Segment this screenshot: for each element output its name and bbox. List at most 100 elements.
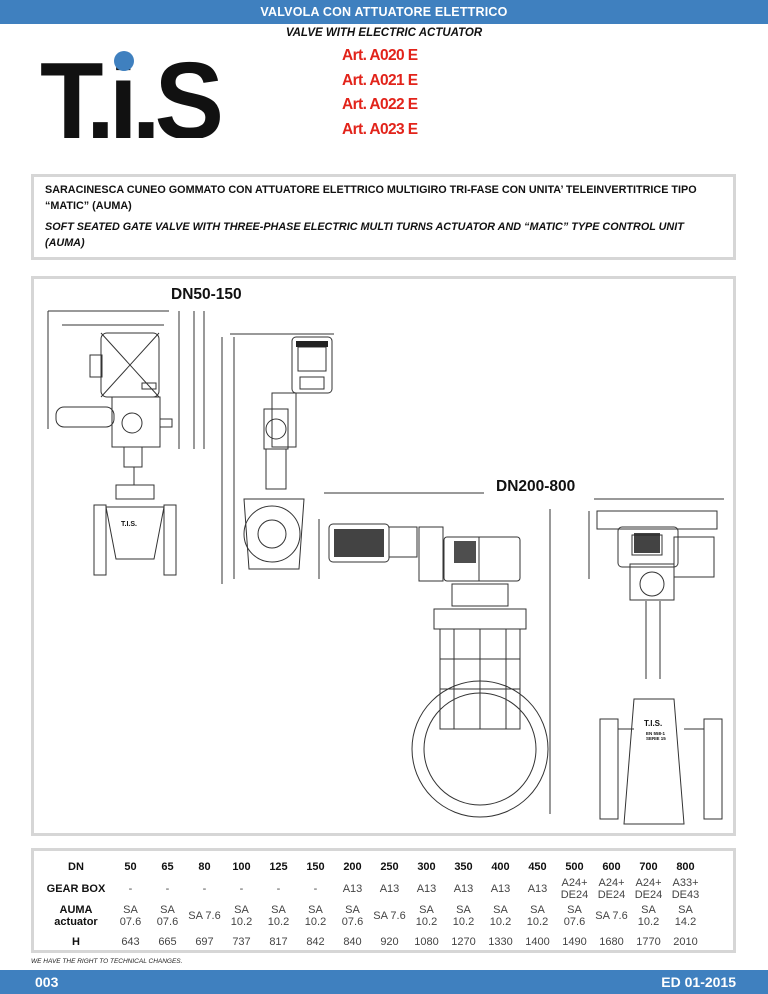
table-cell: 600 (602, 861, 621, 873)
table-cell: A13 (379, 883, 400, 895)
technical-drawing: DN50-150 DN200-800 (31, 276, 736, 836)
table-cell: A13 (453, 883, 474, 895)
table-cell: - (128, 883, 133, 895)
description-english: SOFT SEATED GATE VALVE WITH THREE-PHASE … (45, 221, 684, 249)
table-cell: 150 (306, 861, 325, 873)
row-header: DN (68, 861, 84, 873)
specification-table: DN 50 65 80 100 125 150 200 250 300 350 … (31, 848, 736, 953)
table-cell: 1770 (636, 936, 661, 948)
table-row-h: H 643 665 697 737 817 842 840 920 1080 1… (40, 931, 704, 953)
table-cell: 842 (306, 936, 325, 948)
page-subtitle: VALVE WITH ELECTRIC ACTUATOR (285, 27, 483, 39)
table-cell: A13 (342, 883, 363, 895)
table-cell: 200 (343, 861, 362, 873)
table-cell: SA 07.6 (563, 904, 586, 928)
table-cell: A24+ DE24 (634, 877, 663, 901)
table-cell: 1490 (562, 936, 587, 948)
table-cell: SA 10.2 (489, 904, 512, 928)
description-box: SARACINESCA CUNEO GOMMATO CON ATTUATORE … (31, 174, 736, 260)
table-cell: 2010 (673, 936, 698, 948)
article-code: Art. A020 E (342, 47, 418, 64)
table-cell: A33+ DE43 (671, 877, 700, 901)
table-cell: SA 10.2 (452, 904, 475, 928)
table-cell: SA 10.2 (415, 904, 438, 928)
table-cell: A13 (416, 883, 437, 895)
table-cell: SA 14.2 (674, 904, 697, 928)
table-cell: 1680 (599, 936, 624, 948)
row-header: GEAR BOX (46, 883, 106, 895)
table-cell: 250 (380, 861, 399, 873)
row-header: H (72, 936, 80, 948)
table-cell: 400 (491, 861, 510, 873)
large-valve-side-view (318, 492, 551, 818)
table-cell: 817 (269, 936, 288, 948)
table-cell: 737 (232, 936, 251, 948)
table-cell: SA 07.6 (156, 904, 179, 928)
page-number: 003 (35, 974, 59, 990)
valve-drawing (47, 310, 724, 825)
table-cell: 500 (565, 861, 584, 873)
article-list: Art. A020 E Art. A021 E Art. A022 E Art.… (342, 44, 418, 142)
table-cell: 665 (158, 936, 177, 948)
standard-mark: EN 558-1 SERIE 15 (646, 731, 666, 741)
table-cell: - (276, 883, 281, 895)
article-code: Art. A021 E (342, 71, 418, 89)
table-cell: SA 10.2 (230, 904, 253, 928)
table-cell: - (202, 883, 207, 895)
table-cell: SA 10.2 (637, 904, 660, 928)
table-cell: A13 (490, 883, 511, 895)
table-cell: SA 10.2 (526, 904, 549, 928)
header-bar: VALVOLA CON ATTUATORE ELETTRICO (0, 0, 768, 24)
table-cell: - (165, 883, 170, 895)
article-code: Art. A023 E (342, 120, 418, 138)
table-cell: SA 7.6 (373, 910, 406, 922)
table-cell: SA 07.6 (341, 904, 364, 928)
table-cell: 65 (161, 861, 174, 873)
table-cell: A24+ DE24 (597, 877, 626, 901)
table-cell: 80 (198, 861, 211, 873)
table-cell: A13 (527, 883, 548, 895)
table-cell: 125 (269, 861, 288, 873)
table-cell: 697 (195, 936, 214, 948)
large-valve-front-view (588, 498, 724, 825)
logo-dot (114, 51, 134, 71)
table-row-dn: DN 50 65 80 100 125 150 200 250 300 350 … (40, 857, 704, 877)
table-cell: 1270 (451, 936, 476, 948)
table-cell: 1080 (414, 936, 439, 948)
page-title: VALVOLA CON ATTUATORE ELETTRICO (260, 5, 508, 19)
table-cell: 920 (380, 936, 399, 948)
table-cell: 700 (639, 861, 658, 873)
drawing-label-small: DN50-150 (171, 286, 242, 303)
table-cell: 300 (417, 861, 436, 873)
description-italian: SARACINESCA CUNEO GOMMATO CON ATTUATORE … (45, 184, 697, 212)
table-cell: SA 10.2 (267, 904, 290, 928)
table-cell: SA 07.6 (119, 904, 142, 928)
table-cell: 350 (454, 861, 473, 873)
body-mark-large: T.I.S. (644, 719, 663, 728)
table-cell: 800 (676, 861, 695, 873)
edition-label: ED 01-2015 (661, 974, 736, 990)
drawing-label-large: DN200-800 (496, 478, 576, 495)
footer-bar: 003 ED 01-2015 (0, 970, 768, 994)
table-cell: 1330 (488, 936, 513, 948)
table-cell: 840 (343, 936, 362, 948)
row-header: AUMA actuator (54, 904, 98, 928)
table-cell: SA 7.6 (188, 910, 221, 922)
table-row-actuator: AUMA actuator SA 07.6 SA 07.6 SA 7.6 SA … (40, 901, 704, 931)
table-cell: - (239, 883, 244, 895)
article-code: Art. A022 E (342, 96, 418, 113)
table-cell: A24+ DE24 (560, 877, 589, 901)
table-cell: - (313, 883, 318, 895)
small-valve-front-view (221, 333, 334, 584)
table-cell: 450 (528, 861, 547, 873)
table-cell: SA 7.6 (595, 910, 628, 922)
table-cell: 643 (121, 936, 140, 948)
body-mark-small: T.I.S. (121, 521, 137, 528)
table-cell: 50 (124, 861, 137, 873)
small-valve-side-view (47, 310, 205, 576)
disclaimer-note: WE HAVE THE RIGHT TO TECHNICAL CHANGES. (31, 958, 183, 965)
tis-logo: T.i.S. (40, 46, 220, 138)
table-cell: SA 10.2 (304, 904, 327, 928)
table-row-gearbox: GEAR BOX - - - - - - A13 A13 A13 A13 A13… (40, 877, 704, 901)
table-cell: 1400 (525, 936, 550, 948)
